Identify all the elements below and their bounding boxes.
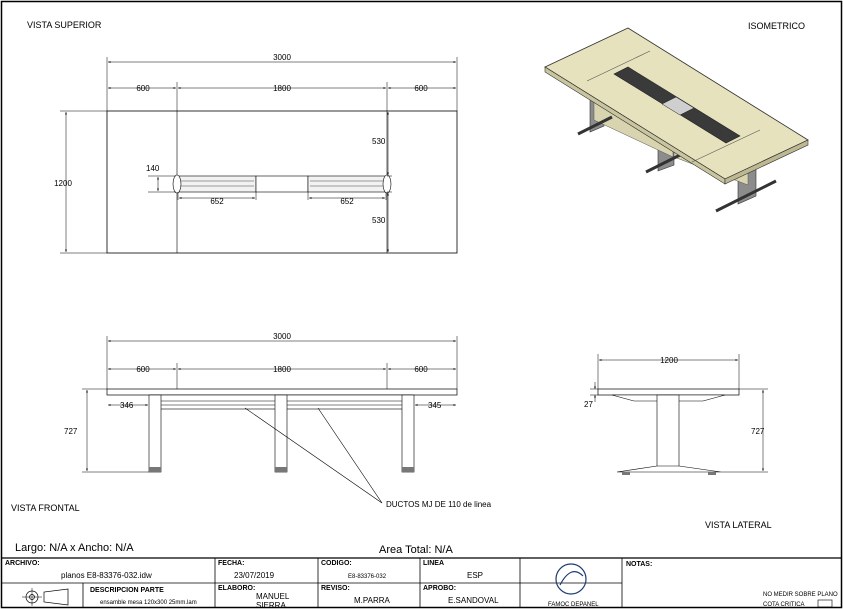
front-leg-right <box>401 394 415 473</box>
desc-label: DESCRIPCION PARTE <box>90 587 164 594</box>
isometric-view <box>544 27 809 213</box>
dim-front-middle: 1800 <box>273 365 291 374</box>
side-view: 1200 27 727 <box>584 354 768 475</box>
view-title-iso: ISOMETRICO <box>748 21 805 31</box>
dim-top-duct-right: 652 <box>340 197 354 206</box>
cable-duct-right <box>307 175 387 193</box>
dim-front-left: 600 <box>136 365 150 374</box>
dim-top-depth: 1200 <box>54 179 72 188</box>
dim-side-top: 27 <box>584 400 593 409</box>
duct-cap-left <box>172 174 182 194</box>
top-view: 3000 600 1800 600 1200 530 530 140 652 <box>54 53 458 254</box>
fecha-label: FECHA: <box>218 560 244 567</box>
linea-label: LINEA <box>423 560 444 567</box>
iso-foot <box>577 115 613 136</box>
dim-top-duct-height: 140 <box>146 164 160 173</box>
dim-top-upper: 530 <box>372 137 386 146</box>
cable-duct-left <box>177 175 257 193</box>
projection-symbol-icon <box>22 588 69 606</box>
elaboro-value-2: SIERRA <box>256 601 286 609</box>
view-title-side: VISTA LATERAL <box>705 520 772 530</box>
duct-callout: DUCTOS MJ DE 110 de linea <box>386 500 492 509</box>
linea-value: ESP <box>467 571 483 580</box>
area-summary: Area Total: N/A <box>379 544 453 556</box>
dim-side-width: 1200 <box>660 356 678 365</box>
dim-top-left: 600 <box>136 84 150 93</box>
view-title-front: VISTA FRONTAL <box>11 503 80 513</box>
dim-top-right: 600 <box>414 84 428 93</box>
side-tabletop <box>597 388 740 396</box>
company-logo-text: FAMOC DEPANEL <box>548 602 599 608</box>
iso-tabletop-edge <box>724 139 809 185</box>
view-title-top: VISTA SUPERIOR <box>27 20 102 30</box>
codigo-label: CODIGO: <box>321 560 352 567</box>
dim-top-overall: 3000 <box>273 53 291 62</box>
leader-line <box>244 407 383 504</box>
dim-front-offset-left: 346 <box>120 401 134 410</box>
elaboro-label: ELABORO: <box>218 585 255 592</box>
cota-critica-box <box>817 599 833 608</box>
front-leg-center <box>274 394 288 473</box>
dim-side-height: 727 <box>751 427 765 436</box>
cable-duct-center <box>255 175 309 193</box>
note-cota-critica: COTA CRITICA <box>763 602 805 608</box>
size-summary: Largo: N/A x Ancho: N/A <box>15 542 134 554</box>
dim-top-middle: 1800 <box>273 84 291 93</box>
company-logo-icon <box>555 563 587 595</box>
note-no-medir: NO MEDIR SOBRE PLANO <box>763 592 838 598</box>
dim-front-right: 600 <box>414 365 428 374</box>
front-leg-left <box>148 394 162 473</box>
codigo-value: E8-83376-032 <box>348 574 387 580</box>
archivo-value: planos E8-83376-032.idw <box>61 571 152 580</box>
front-view: 3000 600 1800 600 346 345 727 DUCTOS MJ … <box>64 332 492 509</box>
reviso-value: M.PARRA <box>354 596 391 605</box>
front-tabletop <box>106 388 458 396</box>
fecha-value: 23/07/2019 <box>234 571 275 580</box>
iso-tray-cover <box>661 96 695 116</box>
leader-line <box>317 407 383 504</box>
dim-top-duct-left: 652 <box>210 197 224 206</box>
iso-foot <box>715 179 777 213</box>
notas-label: NOTAS: <box>626 561 652 568</box>
title-block: ARCHIVO: planos E8-83376-032.idw FECHA: … <box>2 557 841 609</box>
desc-value: ensamble mesa 120x300 25mm.lam <box>100 600 197 606</box>
aprobo-value: E.SANDOVAL <box>448 596 499 605</box>
aprobo-label: APROBO: <box>423 585 456 592</box>
duct-cap-right <box>382 174 392 194</box>
dim-front-height: 727 <box>64 427 78 436</box>
dim-top-lower: 530 <box>372 216 386 225</box>
elaboro-value-1: MANUEL <box>256 592 290 601</box>
side-column <box>656 394 680 469</box>
archivo-label: ARCHIVO: <box>5 560 40 567</box>
dim-front-offset-right: 345 <box>428 401 442 410</box>
dim-front-overall: 3000 <box>273 332 291 341</box>
reviso-label: REVISO: <box>321 585 350 592</box>
side-foot <box>616 465 722 473</box>
tabletop-outline <box>106 110 458 254</box>
